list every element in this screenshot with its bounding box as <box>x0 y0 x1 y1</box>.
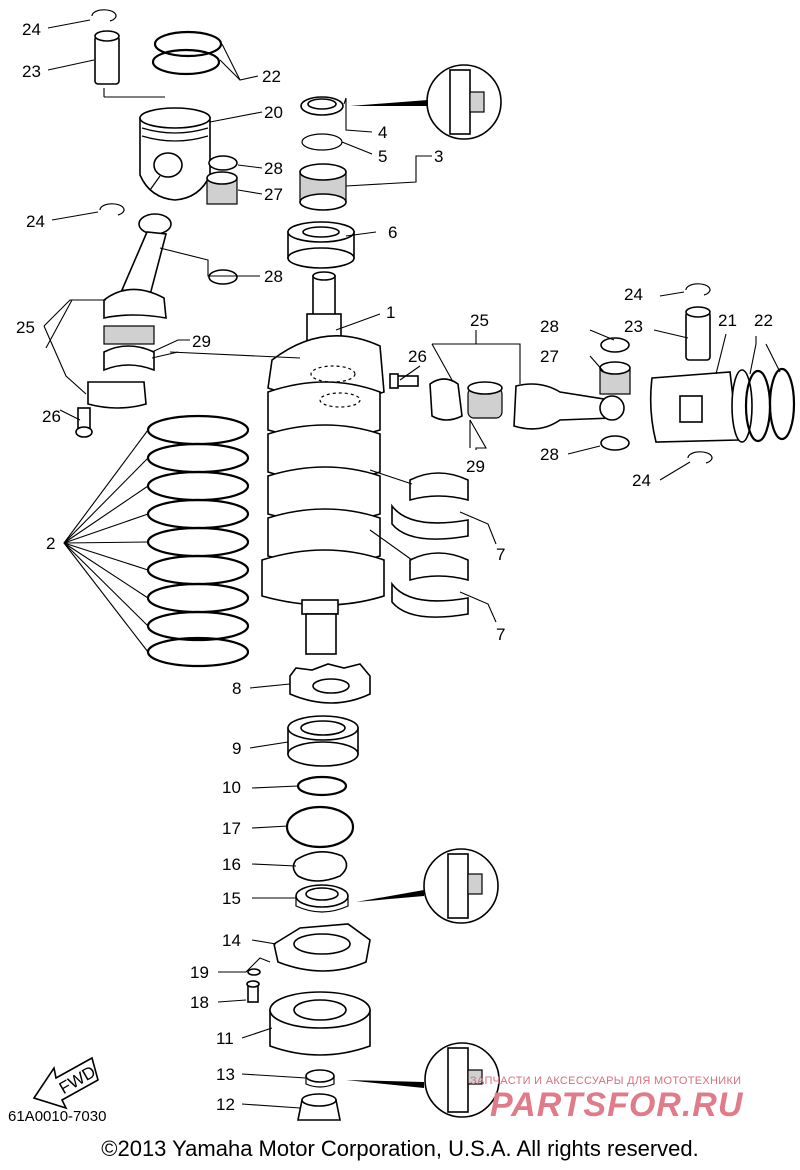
small-oil-seal <box>305 1069 335 1088</box>
washer-right-bottom <box>600 435 630 451</box>
callout-23-right: 23 <box>624 317 643 336</box>
washer-left-bottom <box>208 269 238 285</box>
fwd-arrow: FWD <box>32 1056 99 1110</box>
watermark-logo: PARTSFOR.RU <box>490 1086 744 1124</box>
piston-pin-clip-mid-left <box>99 203 125 216</box>
callout-26-left: 26 <box>42 407 61 426</box>
callout-20: 20 <box>264 103 283 122</box>
callout-19: 19 <box>190 963 209 982</box>
callout-24-top-left: 24 <box>22 20 41 39</box>
right-piston-group <box>389 283 796 464</box>
piston-ring-stack <box>146 414 250 668</box>
rod-cap-left <box>87 381 147 409</box>
ring-leader-lines <box>63 429 149 653</box>
callout-28-left-bottom: 28 <box>264 267 283 286</box>
callout-22-left: 22 <box>262 67 281 86</box>
callout-22-right: 22 <box>754 311 773 330</box>
piston-pin-right <box>685 306 711 361</box>
callout-29-left: 29 <box>192 332 211 351</box>
callout-24-mid-left: 24 <box>26 212 45 231</box>
lower-ball-bearing <box>287 715 359 767</box>
lower-oil-seal <box>295 884 349 913</box>
detail-circle-middle <box>356 848 499 924</box>
callouts: 24 23 22 20 28 27 24 28 25 29 26 2 4 5 3… <box>16 20 773 1114</box>
needle-bearing-right <box>599 361 631 395</box>
piston-pin-clip-bottom-right <box>687 451 713 464</box>
callout-5: 5 <box>378 147 387 166</box>
washer-19 <box>247 968 261 976</box>
callout-28-right-top: 28 <box>540 317 559 336</box>
callout-29-right: 29 <box>466 457 485 476</box>
callout-1: 1 <box>386 303 395 322</box>
callout-2: 2 <box>46 534 55 553</box>
drive-gear <box>289 663 371 704</box>
piston-rings-right <box>744 367 796 443</box>
crankshaft <box>261 271 385 655</box>
left-piston-group <box>75 9 238 438</box>
bolt-18 <box>246 980 260 1003</box>
rod-bearing-right <box>467 381 503 419</box>
callout-14: 14 <box>222 931 241 950</box>
drive-flange <box>269 991 371 1056</box>
upper-bearing-group <box>287 96 355 269</box>
callout-24-bottom-right: 24 <box>632 471 651 490</box>
main-bearing-lower <box>391 552 469 618</box>
rod-cap-right <box>429 378 463 421</box>
callout-10: 10 <box>222 778 241 797</box>
detail-circle-top <box>350 64 502 140</box>
catalog-code: 61A0010-7030 <box>8 1108 107 1125</box>
callout-3: 3 <box>434 147 443 166</box>
piston-pin-clip-top-right <box>685 283 711 296</box>
callout-11: 11 <box>216 1029 234 1048</box>
callout-9: 9 <box>232 739 241 758</box>
piston-left <box>139 107 211 201</box>
rod-bearing-left <box>103 325 155 372</box>
callout-27-left: 27 <box>264 185 283 204</box>
o-ring <box>285 805 355 849</box>
nut <box>297 1093 341 1121</box>
piston-right <box>649 369 753 443</box>
upper-oil-seal-bearing <box>287 221 355 269</box>
connecting-rod-right <box>513 383 625 430</box>
copyright-notice: ©2013 Yamaha Motor Corporation, U.S.A. A… <box>101 1136 699 1161</box>
washer-left-top <box>208 155 238 171</box>
callout-25-left: 25 <box>16 318 35 337</box>
callout-15: 15 <box>222 889 241 908</box>
callout-12: 12 <box>216 1095 235 1114</box>
callout-18: 18 <box>190 993 209 1012</box>
piston-pin-clip-top-left <box>91 9 117 22</box>
piston-pin-left <box>94 30 120 85</box>
callout-4: 4 <box>378 123 387 142</box>
callout-21: 21 <box>718 311 737 330</box>
callout-28-left-top: 28 <box>264 159 283 178</box>
detail-circle-bottom <box>346 1042 500 1118</box>
rod-bolt-left <box>75 407 93 438</box>
leader-lines <box>43 19 781 1109</box>
callout-16: 16 <box>222 855 241 874</box>
callout-27-right: 27 <box>540 347 559 366</box>
callout-13: 13 <box>216 1065 235 1084</box>
needle-bearing-left <box>206 171 238 205</box>
callout-7-lower: 7 <box>496 625 505 644</box>
callout-8: 8 <box>232 679 241 698</box>
connecting-rod-left <box>103 213 172 319</box>
callout-23-left: 23 <box>22 62 41 81</box>
circlip <box>296 775 348 797</box>
callout-28-right-bottom: 28 <box>540 445 559 464</box>
callout-6: 6 <box>388 223 397 242</box>
main-bearing-upper <box>391 472 469 540</box>
watermark-caption: ЗАПЧАСТИ И АКСЕССУАРЫ ДЛЯ МОТОТЕХНИКИ <box>470 1075 742 1087</box>
retainer-plate <box>292 851 348 882</box>
callout-17: 17 <box>222 819 241 838</box>
washer-right-top <box>600 337 630 353</box>
callout-25-right: 25 <box>470 311 489 330</box>
piston-rings-left <box>151 30 223 76</box>
rod-bolt-right <box>389 373 419 389</box>
lower-housing <box>273 923 371 972</box>
callout-7-upper: 7 <box>496 545 505 564</box>
upper-roller-bearing <box>299 163 347 211</box>
callout-26-right: 26 <box>408 347 427 366</box>
callout-24-top-right: 24 <box>624 285 643 304</box>
